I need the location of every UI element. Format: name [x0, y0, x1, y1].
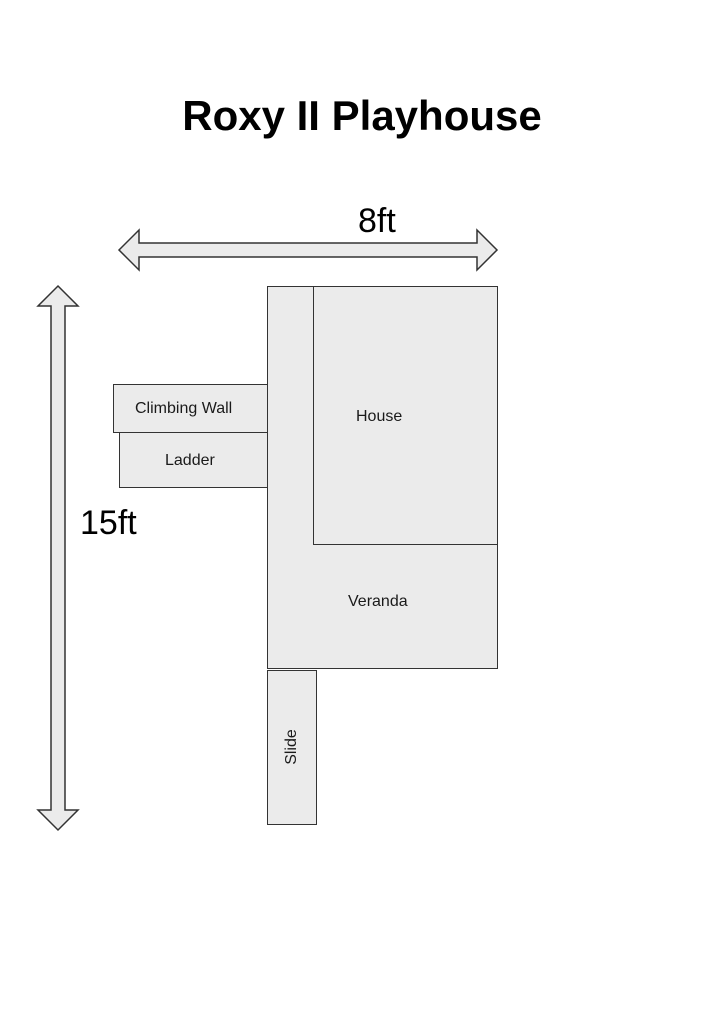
ladder-area [119, 432, 268, 488]
width-arrow [117, 228, 499, 272]
climbing-wall-label: Climbing Wall [135, 400, 233, 417]
house-label: House [356, 408, 403, 425]
diagram-title: Roxy II Playhouse [182, 92, 542, 139]
slide-area [267, 670, 317, 825]
veranda-label: Veranda [348, 593, 408, 610]
slide-label: Slide [283, 729, 300, 765]
house-area [313, 286, 498, 545]
height-arrow [36, 284, 80, 832]
ladder-label: Ladder [165, 452, 215, 469]
width-label: 8ft [358, 202, 396, 240]
height-label: 15ft [80, 504, 137, 542]
